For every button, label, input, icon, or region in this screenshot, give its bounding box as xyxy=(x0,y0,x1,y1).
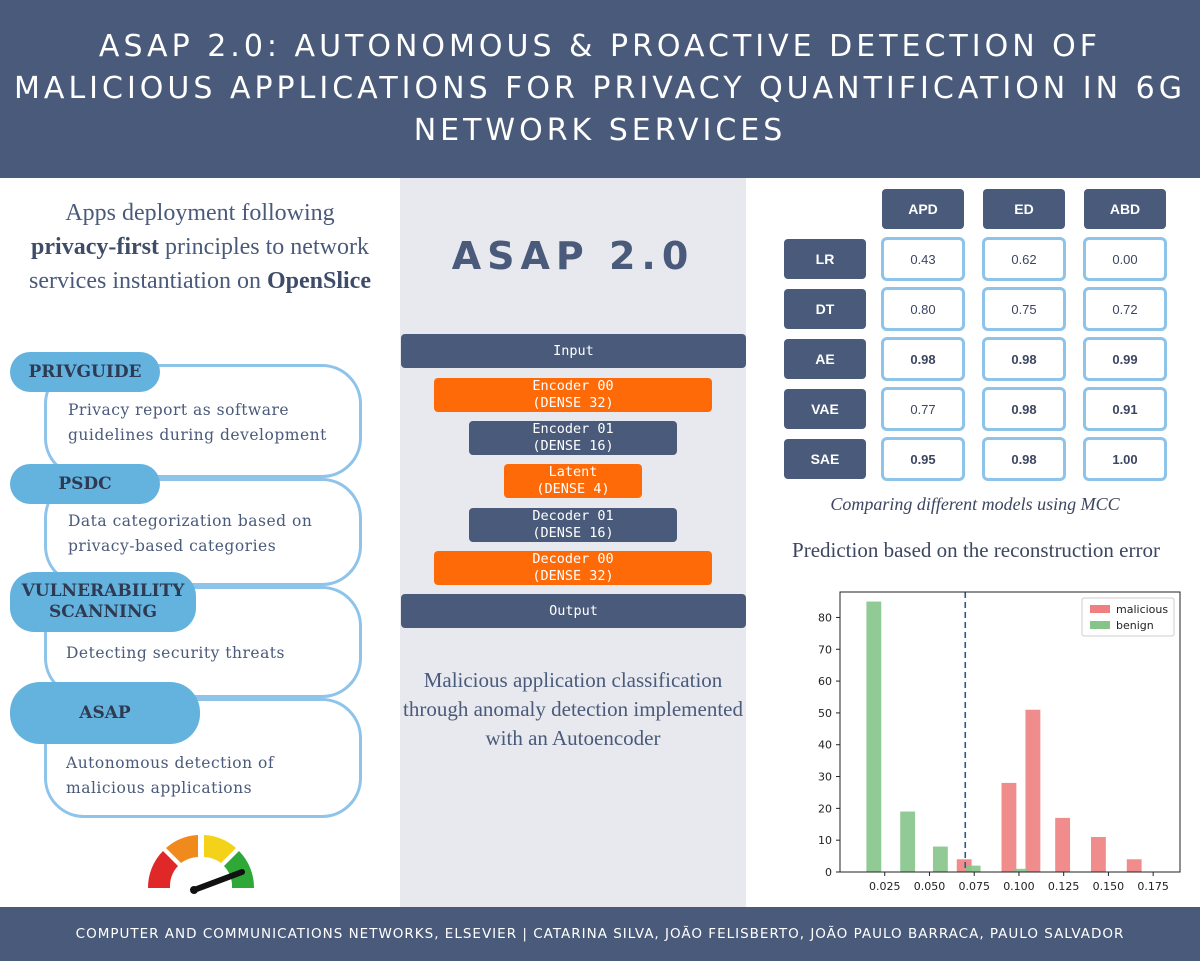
y-tick-label: 20 xyxy=(818,802,832,815)
intro-part-2: principles to network services instantia… xyxy=(29,234,369,294)
layer-latent: Latent (DENSE 4) xyxy=(504,464,642,498)
stage-box-psdc xyxy=(44,478,362,586)
citation-text: COMPUTER AND COMMUNICATIONS NETWORKS, EL… xyxy=(75,926,1125,942)
legend-swatch-benign xyxy=(1090,621,1110,629)
table-cell: 0.43 xyxy=(881,237,965,281)
x-tick-label: 0.100 xyxy=(1003,880,1035,893)
layer-decoder-00-name: Decoder 00 xyxy=(532,551,614,567)
col-header-apd: APD xyxy=(882,189,964,229)
legend-swatch-malicious xyxy=(1090,605,1110,613)
layer-encoder-00: Encoder 00 (DENSE 32) xyxy=(434,378,712,412)
row-header-dt: DT xyxy=(784,289,866,329)
stage-pill-vulnerability: VULNERABILITY SCANNING xyxy=(10,572,196,632)
layer-encoder-01: Encoder 01 (DENSE 16) xyxy=(469,421,677,455)
x-tick-label: 0.175 xyxy=(1137,880,1169,893)
stage-pill-privguide: PRIVGUIDE xyxy=(10,352,160,392)
y-tick-label: 70 xyxy=(818,643,832,656)
col-header-ed: ED xyxy=(983,189,1065,229)
plot-frame xyxy=(839,591,1181,873)
layer-latent-name: Latent xyxy=(548,464,598,480)
intro-bold-1: privacy-first xyxy=(31,234,159,260)
reconstruction-error-histogram: 0 10 20 30 40 50 60 70 80 0.025 0.050 0.075 0.100 0.1… xyxy=(818,591,1181,893)
stage-box-asap xyxy=(44,698,362,818)
layer-decoder-01-type: (DENSE 16) xyxy=(532,525,614,541)
layer-input-label: Input xyxy=(553,342,594,359)
x-tick-label: 0.025 xyxy=(869,880,901,893)
table-cell: 0.00 xyxy=(1083,237,1167,281)
chart-title: Prediction based on the reconstruction e… xyxy=(792,538,1160,562)
x-tick-label: 0.050 xyxy=(914,880,946,893)
intro-part-1: Apps deployment following xyxy=(65,200,335,226)
architecture-panel xyxy=(400,178,746,907)
stage-desc-psdc: Data categorization based on privacy-bas… xyxy=(68,512,313,555)
table-cell: 0.62 xyxy=(982,237,1066,281)
bar-benign xyxy=(1013,868,1029,872)
poster-title: ASAP 2.0: AUTONOMOUS & PROACTIVE DETECTI… xyxy=(14,29,1186,148)
table-caption: Comparing different models using MCC xyxy=(830,494,1120,514)
layer-encoder-00-type: (DENSE 32) xyxy=(532,395,614,411)
bar-benign xyxy=(866,601,882,872)
table-cell: 0.95 xyxy=(881,437,965,481)
y-tick-label: 50 xyxy=(818,707,832,720)
layer-decoder-01-name: Decoder 01 xyxy=(532,508,614,524)
table-cell: 0.80 xyxy=(881,287,965,331)
stage-pill-asap: ASAP xyxy=(10,682,200,744)
architecture-caption: Malicious application classification thr… xyxy=(403,668,743,750)
bar-malicious xyxy=(1090,837,1106,872)
layer-decoder-00-type: (DENSE 32) xyxy=(532,568,614,584)
x-tick-label: 0.150 xyxy=(1093,880,1125,893)
layer-latent-type: (DENSE 4) xyxy=(536,481,610,497)
table-cell: 0.72 xyxy=(1083,287,1167,331)
legend-label-malicious: malicious xyxy=(1116,603,1168,616)
bar-benign xyxy=(900,811,916,872)
row-header-lr: LR xyxy=(784,239,866,279)
layer-decoder-00: Decoder 00 (DENSE 32) xyxy=(434,551,712,585)
y-tick-label: 10 xyxy=(818,834,832,847)
bar-benign xyxy=(932,846,948,872)
bar-malicious xyxy=(1126,859,1142,872)
layer-encoder-01-type: (DENSE 16) xyxy=(532,438,614,454)
layer-decoder-01: Decoder 01 (DENSE 16) xyxy=(469,508,677,542)
table-cell: 0.75 xyxy=(982,287,1066,331)
table-cell: 0.77 xyxy=(881,387,965,431)
asap-title: ASAP 2.0 xyxy=(451,234,695,278)
y-tick-label: 80 xyxy=(818,611,832,624)
table-cell: 0.98 xyxy=(982,337,1066,381)
y-tick-label: 60 xyxy=(818,675,832,688)
stage-pill-psdc: PSDC xyxy=(10,464,160,504)
y-tick-label: 40 xyxy=(818,739,832,752)
table-cell: 0.98 xyxy=(982,387,1066,431)
layer-input: Input xyxy=(401,334,746,368)
layer-encoder-00-name: Encoder 00 xyxy=(532,378,614,394)
intro-text: Apps deployment following privacy-first … xyxy=(20,196,380,298)
bar-malicious xyxy=(1055,817,1071,872)
x-tick-label: 0.075 xyxy=(958,880,990,893)
x-tick-label: 0.125 xyxy=(1048,880,1080,893)
legend-label-benign: benign xyxy=(1116,619,1154,632)
layer-encoder-01-name: Encoder 01 xyxy=(532,421,614,437)
intro-bold-2: OpenSlice xyxy=(266,268,371,294)
table-cell: 0.91 xyxy=(1083,387,1167,431)
table-cell: 0.99 xyxy=(1083,337,1167,381)
stage-desc-privguide: Privacy report as software guidelines du… xyxy=(68,401,327,444)
y-tick-label: 0 xyxy=(825,866,832,879)
row-header-ae: AE xyxy=(784,339,866,379)
table-cell: 0.98 xyxy=(982,437,1066,481)
bar-benign xyxy=(965,865,981,872)
table-cell: 1.00 xyxy=(1083,437,1167,481)
stage-desc-asap: Autonomous detection of malicious applic… xyxy=(66,754,275,797)
row-header-sae: SAE xyxy=(784,439,866,479)
bar-malicious xyxy=(1001,782,1017,872)
privacy-gauge-icon xyxy=(147,835,255,894)
stage-desc-vulnerability: Detecting security threats xyxy=(66,644,285,662)
header-banner: ASAP 2.0: AUTONOMOUS & PROACTIVE DETECTI… xyxy=(0,0,1200,178)
table-cell: 0.98 xyxy=(881,337,965,381)
row-header-vae: VAE xyxy=(784,389,866,429)
footer-banner: COMPUTER AND COMMUNICATIONS NETWORKS, EL… xyxy=(0,907,1200,961)
layer-output-label: Output xyxy=(549,602,598,619)
col-header-abd: ABD xyxy=(1084,189,1166,229)
y-tick-label: 30 xyxy=(818,771,832,784)
bar-malicious xyxy=(1025,709,1041,872)
layer-output: Output xyxy=(401,594,746,628)
